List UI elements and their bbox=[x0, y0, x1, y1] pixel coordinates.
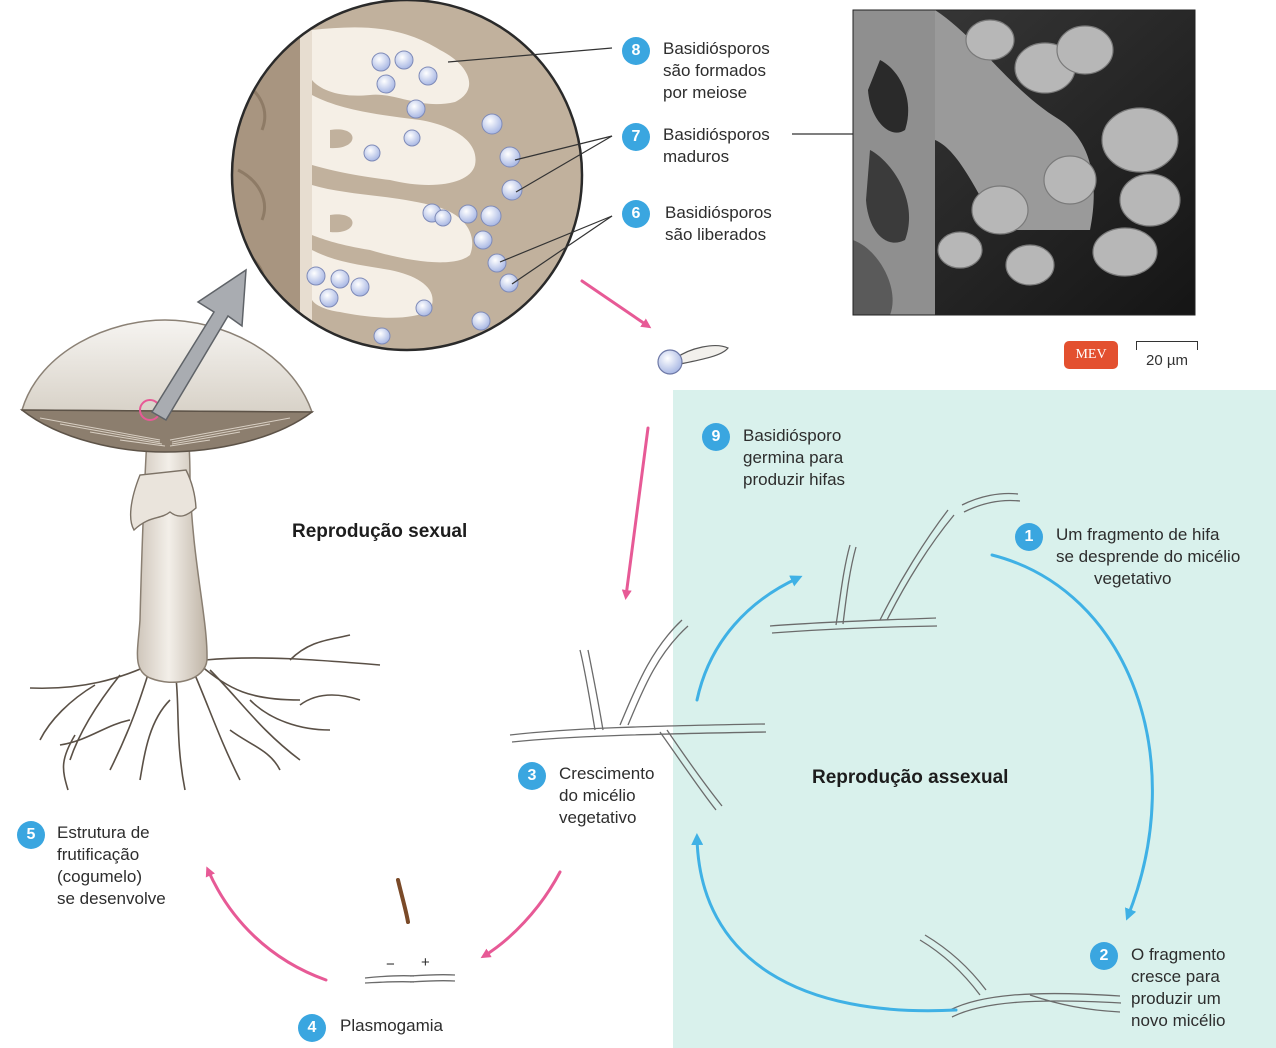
step-5-badge: 5 bbox=[17, 821, 45, 849]
step-2-badge: 2 bbox=[1090, 942, 1118, 970]
scale-bar-label: 20 µm bbox=[1134, 352, 1200, 369]
mating-type-minus: − bbox=[386, 954, 395, 976]
scale-bar-line bbox=[1136, 341, 1198, 350]
hypha-fragment bbox=[398, 880, 408, 922]
step-3-badge: 3 bbox=[518, 762, 546, 790]
scale-bar: 20 µm bbox=[1134, 341, 1200, 369]
sexual-reproduction-heading: Reprodução sexual bbox=[292, 521, 467, 543]
mev-badge: MEV bbox=[1064, 341, 1118, 369]
asexual-reproduction-heading: Reprodução assexual bbox=[812, 767, 1008, 789]
step-4-badge: 4 bbox=[298, 1014, 326, 1042]
hyphae-drawings bbox=[365, 493, 1121, 1017]
step-1-badge: 1 bbox=[1015, 523, 1043, 551]
step-6-badge: 6 bbox=[622, 200, 650, 228]
step-7-badge: 7 bbox=[622, 123, 650, 151]
step-9-badge: 9 bbox=[702, 423, 730, 451]
mating-type-plus: + bbox=[421, 952, 430, 974]
germinating-spore bbox=[658, 346, 728, 374]
sem-micrograph bbox=[853, 10, 1195, 315]
step-4-label: Plasmogamia bbox=[340, 1015, 443, 1037]
cycle-arrows bbox=[208, 281, 1152, 1011]
gill-detail-circle bbox=[232, 0, 582, 350]
step-8-badge: 8 bbox=[622, 37, 650, 65]
